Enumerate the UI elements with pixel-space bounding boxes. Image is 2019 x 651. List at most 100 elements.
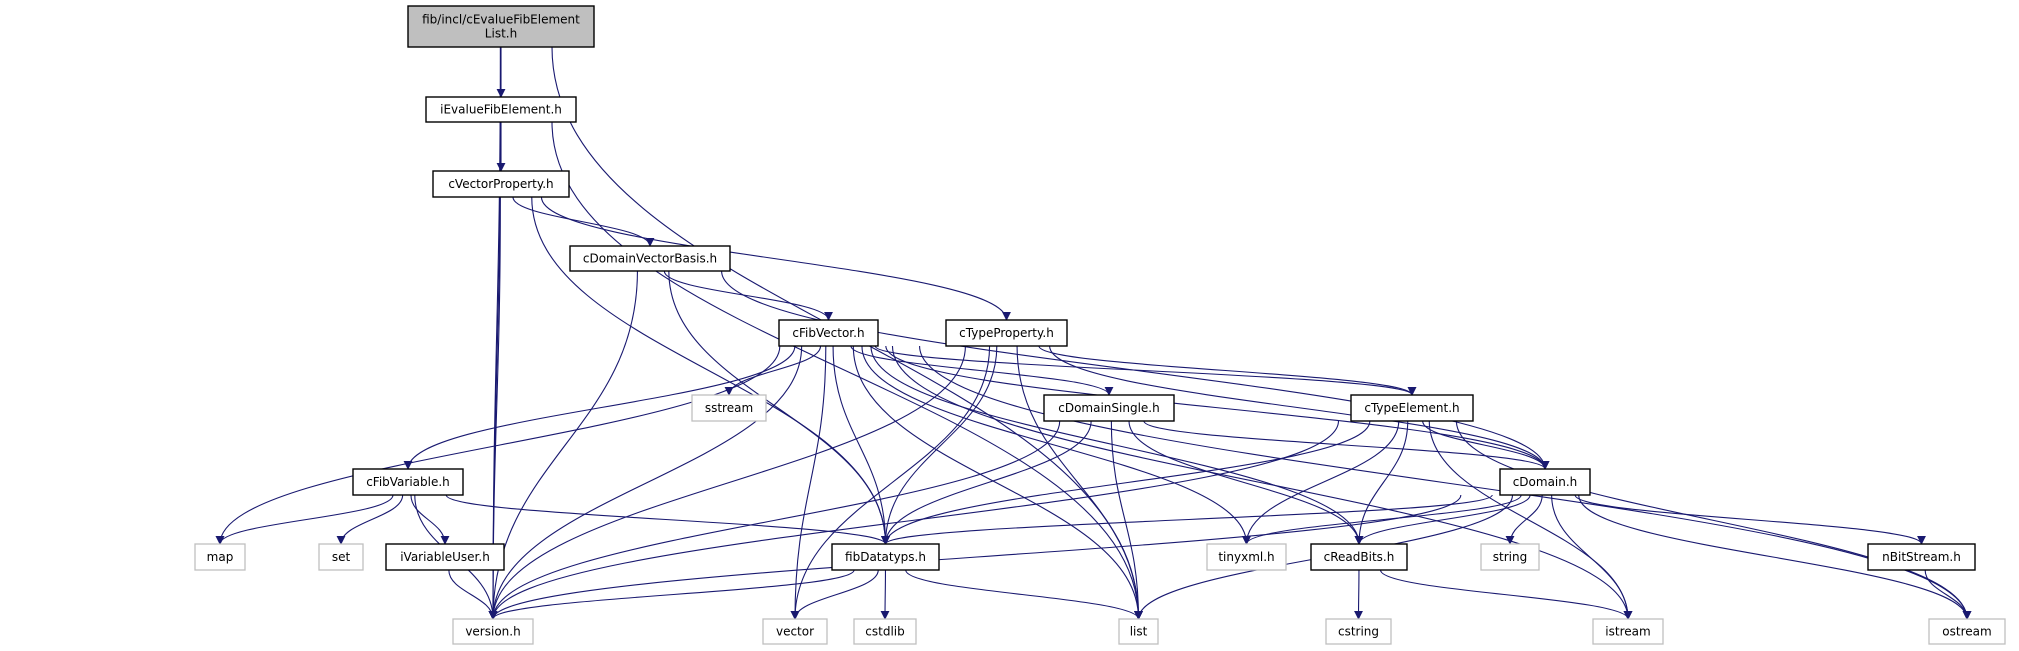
node-label: cDomain.h xyxy=(1513,475,1578,489)
node-box xyxy=(1118,618,1159,645)
node-box xyxy=(691,394,767,422)
node-label: string xyxy=(1493,550,1527,564)
edge-iEvalueFibElement-to-list xyxy=(551,121,1143,620)
edge-cFibVariable-to-iVariableUser xyxy=(410,494,450,545)
node-box xyxy=(432,170,570,198)
node-cTypeElement[interactable]: cTypeElement.h xyxy=(1350,394,1474,422)
edge-cFibVector-to-cReadBits xyxy=(870,345,1364,545)
node-box xyxy=(1350,394,1474,422)
node-label: cReadBits.h xyxy=(1324,550,1395,564)
node-iVariableUser[interactable]: iVariableUser.h xyxy=(385,543,505,571)
node-iEvalueFibElement[interactable]: iEvalueFibElement.h xyxy=(425,96,577,123)
node-cVectorProperty[interactable]: cVectorProperty.h xyxy=(432,170,570,198)
node-box xyxy=(452,618,534,645)
node-label: nBitStream.h xyxy=(1882,550,1961,564)
node-sstream: sstream xyxy=(691,394,767,422)
edge-cDomainVectorBasis-to-cFibVector xyxy=(663,270,833,321)
edge-cVectorProperty-to-cTypeProperty xyxy=(540,196,1011,321)
edge-cDomainVectorBasis-to-fibDatatyps xyxy=(668,270,890,545)
edge-cDomainSingle-to-version xyxy=(488,420,1061,620)
node-fibDatatyps[interactable]: fibDatatyps.h xyxy=(831,543,940,571)
edge-cTypeProperty-to-fibDatatyps xyxy=(881,345,998,545)
node-cReadBits[interactable]: cReadBits.h xyxy=(1310,543,1408,571)
edge-cDomain-to-tinyxml xyxy=(1242,494,1522,545)
node-box xyxy=(853,618,917,645)
edge-cFibVector-to-istream xyxy=(891,345,1633,620)
edge-cFibVariable-to-fibDatatyps xyxy=(445,494,890,545)
node-string: string xyxy=(1480,543,1540,571)
edge-cTypeElement-to-ostream xyxy=(1455,420,1972,620)
node-vector: vector xyxy=(762,618,828,645)
edge-fibDatatyps-to-list xyxy=(905,569,1143,620)
node-label: cDomainVectorBasis.h xyxy=(583,252,717,266)
node-label: version.h xyxy=(465,625,520,639)
node-label: fib/incl/cEvalueFibElement xyxy=(422,13,580,27)
node-box xyxy=(1867,543,1976,571)
node-box xyxy=(945,319,1068,347)
edge-cTypeProperty-to-vector xyxy=(790,345,991,620)
edge-cFibVector-to-cDomain xyxy=(885,345,1550,470)
node-box xyxy=(407,5,595,48)
node-label: tinyxml.h xyxy=(1218,550,1274,564)
edge-cReadBits-to-istream xyxy=(1379,569,1633,620)
node-cDomainVectorBasis[interactable]: cDomainVectorBasis.h xyxy=(569,245,731,272)
node-label: ostream xyxy=(1942,625,1991,639)
node-istream: istream xyxy=(1592,618,1664,645)
edge-fibDatatyps-to-version xyxy=(488,569,855,620)
node-ostream: ostream xyxy=(1928,618,2006,645)
node-box xyxy=(1325,618,1392,645)
edge-cTypeElement-to-tinyxml xyxy=(1242,420,1400,545)
node-box xyxy=(385,543,505,571)
edge-cFibVector-to-list xyxy=(852,345,1143,620)
node-box xyxy=(762,618,828,645)
edge-cFibVector-to-vector xyxy=(790,345,827,620)
node-label: fibDatatyps.h xyxy=(845,550,926,564)
edges-layer xyxy=(215,46,1972,620)
edge-cTypeElement-to-cReadBits xyxy=(1354,420,1409,545)
node-label: cFibVariable.h xyxy=(366,475,450,489)
edge-cDomain-to-cReadBits xyxy=(1354,494,1531,545)
node-box xyxy=(425,96,577,123)
node-cstring: cstring xyxy=(1325,618,1392,645)
edge-cTypeElement-to-cDomain xyxy=(1422,420,1550,470)
node-box xyxy=(1499,468,1591,496)
edge-cDomainSingle-to-cReadBits xyxy=(1128,420,1364,545)
node-cFibVector[interactable]: cFibVector.h xyxy=(778,319,879,347)
node-cFibVariable[interactable]: cFibVariable.h xyxy=(352,468,464,496)
node-set: set xyxy=(318,543,364,571)
edge-cDomain-to-ostream xyxy=(1578,494,1972,620)
edge-cDomain-to-string xyxy=(1505,494,1543,545)
edge-cFibVector-to-cFibVariable xyxy=(403,345,796,470)
node-label: map xyxy=(207,550,234,564)
node-box xyxy=(778,319,879,347)
node-box xyxy=(831,543,940,571)
node-label: vector xyxy=(776,625,814,639)
node-map: map xyxy=(194,543,246,571)
node-label: istream xyxy=(1605,625,1650,639)
node-cDomain[interactable]: cDomain.h xyxy=(1499,468,1591,496)
node-box xyxy=(352,468,464,496)
edge-cDomain-to-fibDatatyps xyxy=(881,494,1493,545)
node-box xyxy=(1480,543,1540,571)
node-nBitStream[interactable]: nBitStream.h xyxy=(1867,543,1976,571)
edge-cTypeProperty-to-cTypeElement xyxy=(1038,345,1417,396)
edge-cDomainSingle-to-fibDatatyps xyxy=(881,420,1092,545)
edge-cFibVector-to-map xyxy=(215,345,781,545)
node-label: cTypeElement.h xyxy=(1364,401,1459,415)
node-list: list xyxy=(1118,618,1159,645)
node-cDomainSingle[interactable]: cDomainSingle.h xyxy=(1043,394,1175,422)
node-box xyxy=(1043,394,1175,422)
node-box xyxy=(1310,543,1408,571)
node-label: iEvalueFibElement.h xyxy=(440,103,562,117)
node-tinyxml: tinyxml.h xyxy=(1206,543,1287,571)
node-cstdlib: cstdlib xyxy=(853,618,917,645)
node-box xyxy=(194,543,246,571)
edge-cFibVector-to-cTypeElement xyxy=(874,345,1417,396)
edge-cFibVariable-to-map xyxy=(215,494,394,545)
node-cTypeProperty[interactable]: cTypeProperty.h xyxy=(945,319,1068,347)
edge-cDomainSingle-to-list xyxy=(1110,420,1143,620)
edge-cFibVector-to-tinyxml xyxy=(861,345,1251,545)
